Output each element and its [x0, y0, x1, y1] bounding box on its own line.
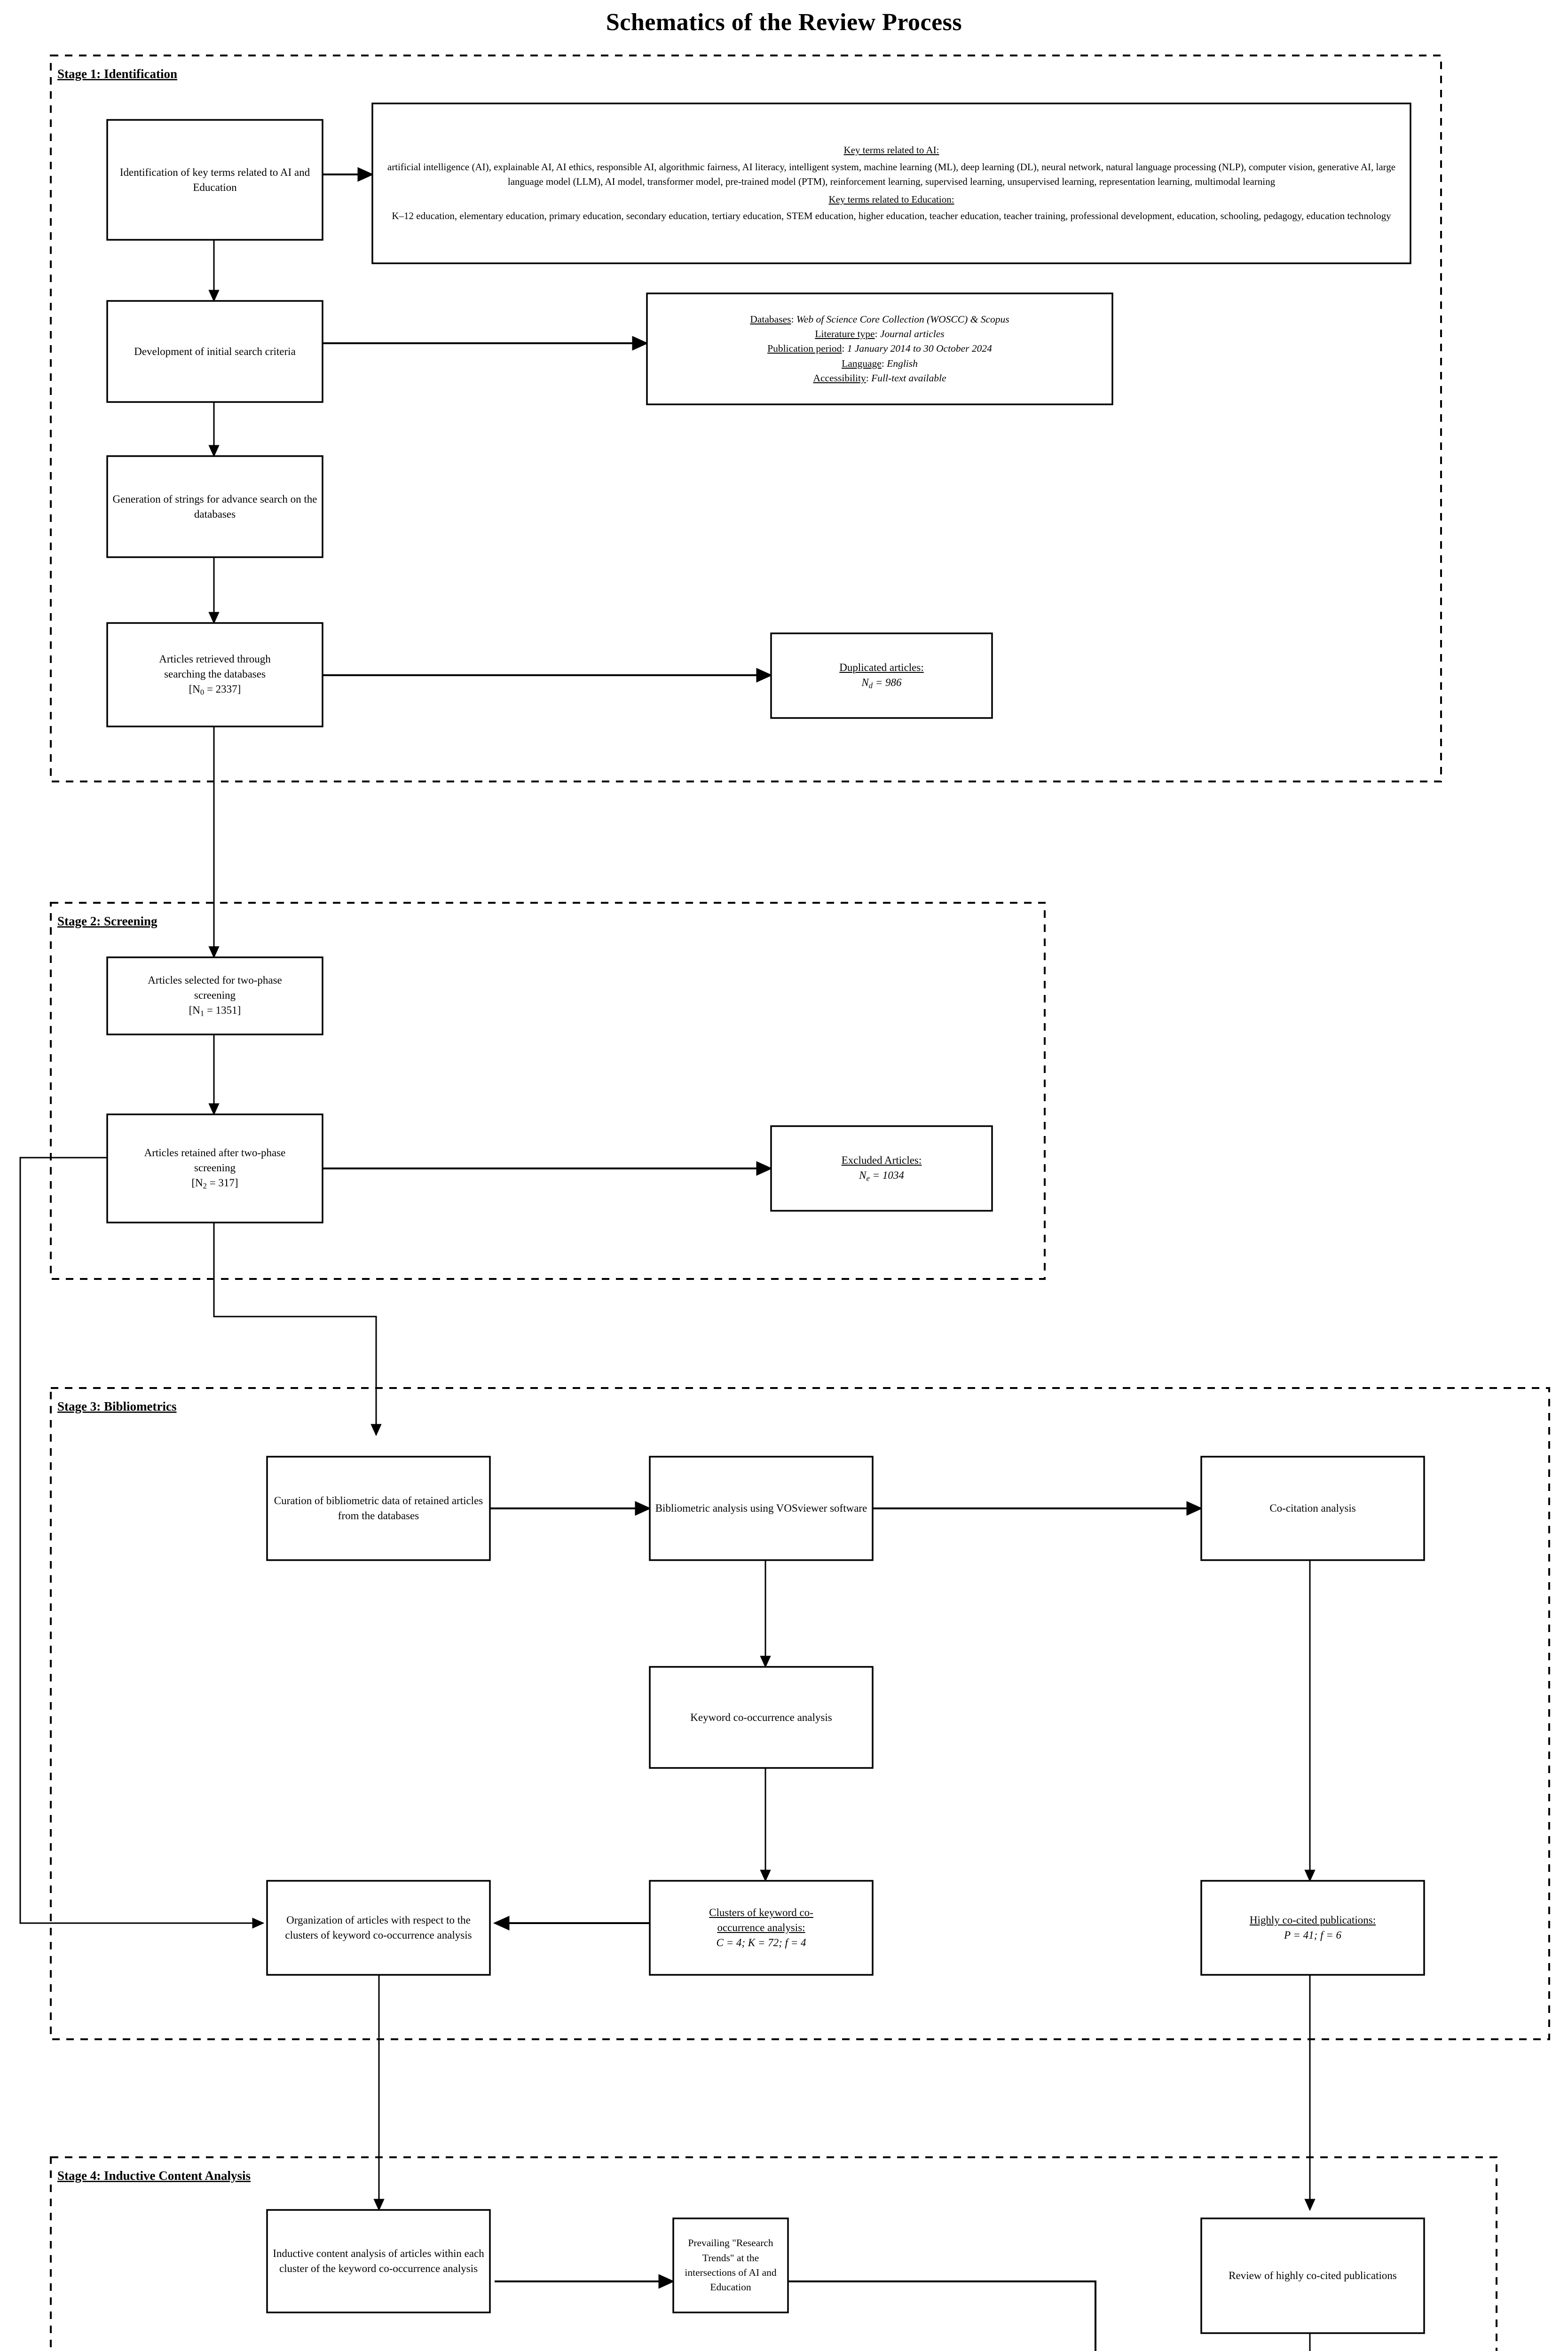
node-label: Review of highly co-cited publications — [1229, 2270, 1397, 2282]
node-search-criteria-panel: Databases: Web of Science Core Collectio… — [646, 292, 1113, 405]
articles-selected-line2: screening — [194, 989, 236, 1001]
excluded-heading: Excluded Articles: — [841, 1154, 922, 1166]
criteria-language: Language: English — [842, 357, 918, 369]
stage3-label: Stage 3: Bibliometrics — [57, 1399, 176, 1413]
node-label: Co-citation analysis — [1269, 1502, 1356, 1515]
criteria-accessibility-value: Full-text available — [871, 372, 946, 384]
node-review-highly-cocited: Review of highly co-cited publications — [1200, 2217, 1425, 2334]
stage1-frame — [50, 55, 1442, 782]
node-clusters-of-keyword: Clusters of keyword co- occurrence analy… — [649, 1880, 874, 1976]
stage2-label: Stage 2: Screening — [57, 914, 158, 928]
node-curation-biblio-data: Curation of bibliometric data of retaine… — [266, 1456, 491, 1561]
node-identification-key-terms: Identification of key terms related to A… — [106, 119, 323, 241]
criteria-accessibility: Accessibility: Full-text available — [813, 372, 946, 384]
criteria-databases: Databases: Web of Science Core Collectio… — [750, 313, 1009, 325]
node-co-citation-analysis: Co-citation analysis — [1200, 1456, 1425, 1561]
node-label: Keyword co-occurrence analysis — [690, 1711, 832, 1723]
articles-selected-count: [N1 = 1351] — [189, 1004, 241, 1018]
page-title: Schematics of the Review Process — [606, 9, 962, 36]
node-generation-of-strings: Generation of strings for advance search… — [106, 455, 323, 558]
clusters-heading-line2: occurrence analysis: — [717, 1922, 805, 1934]
node-prevailing-research-trends: Prevailing "Research Trends" at the inte… — [672, 2217, 789, 2313]
stage4-label: Stage 4: Inductive Content Analysis — [57, 2169, 251, 2183]
highly-cocited-heading: Highly co-cited publications: — [1249, 1914, 1376, 1926]
articles-retrieved-line1: Articles retrieved through — [159, 653, 271, 665]
articles-retained-line1: Articles retained after two-phase — [144, 1147, 286, 1159]
criteria-databases-value: Web of Science Core Collection (WOSCC) &… — [796, 313, 1009, 325]
key-terms-education-body: K–12 education, elementary education, pr… — [392, 210, 1391, 222]
clusters-heading-line1: Clusters of keyword co- — [709, 1907, 813, 1919]
duplicated-heading: Duplicated articles: — [839, 661, 924, 673]
criteria-period: Publication period: 1 January 2014 to 30… — [767, 343, 992, 355]
connector-retained-to-curation — [213, 1223, 382, 1436]
stage2-frame — [50, 902, 1046, 1280]
node-excluded-articles: Excluded Articles: Ne = 1034 — [770, 1125, 993, 1212]
key-terms-education-heading: Key terms related to Education: — [828, 193, 954, 205]
stage4-frame — [50, 2156, 1497, 2351]
duplicated-value: Nd = 986 — [861, 676, 902, 690]
node-keyword-cooccurrence: Keyword co-occurrence analysis — [649, 1666, 874, 1769]
node-bibliometric-analysis: Bibliometric analysis using VOSviewer so… — [649, 1456, 874, 1561]
criteria-accessibility-label: Accessibility — [813, 372, 866, 384]
node-label: Identification of key terms related to A… — [119, 166, 310, 193]
criteria-period-value: 1 January 2014 to 30 October 2024 — [847, 343, 992, 355]
node-articles-selected: Articles selected for two-phase screenin… — [106, 956, 323, 1035]
criteria-literature-value: Journal articles — [880, 328, 945, 339]
criteria-period-label: Publication period — [767, 343, 842, 355]
stage1-label: Stage 1: Identification — [57, 67, 177, 81]
node-label: Prevailing "Research Trends" at the inte… — [685, 2237, 777, 2293]
articles-retained-count: [N2 = 317] — [191, 1176, 238, 1191]
articles-retrieved-line2: searching the databases — [164, 668, 266, 680]
node-articles-retained: Articles retained after two-phase screen… — [106, 1113, 323, 1223]
node-key-terms-panel: Key terms related to AI: artificial inte… — [371, 103, 1411, 264]
connector-trends-to-synthesis-path — [788, 2280, 1096, 2351]
node-development-search-criteria: Development of initial search criteria — [106, 300, 323, 403]
articles-selected-line1: Articles selected for two-phase — [148, 974, 282, 986]
key-terms-ai-heading: Key terms related to AI: — [843, 144, 939, 156]
criteria-language-label: Language — [842, 357, 882, 369]
node-label: Inductive content analysis of articles w… — [273, 2248, 484, 2274]
node-label: Development of initial search criteria — [134, 345, 296, 357]
highly-cocited-value: P = 41; f = 6 — [1284, 1929, 1341, 1941]
node-articles-retrieved: Articles retrieved through searching the… — [106, 622, 323, 727]
criteria-literature-label: Literature type — [815, 328, 875, 339]
connector-retained-to-organization — [19, 1157, 265, 1929]
criteria-language-value: English — [887, 357, 918, 369]
node-organization-of-articles: Organization of articles with respect to… — [266, 1880, 491, 1976]
criteria-databases-label: Databases — [750, 313, 791, 325]
criteria-literature: Literature type: Journal articles — [815, 328, 945, 339]
stage3-frame — [50, 1387, 1550, 2040]
key-terms-ai-body: artificial intelligence (AI), explainabl… — [387, 161, 1396, 188]
articles-retrieved-count: [N0 = 2337] — [189, 683, 241, 697]
clusters-value: C = 4; K = 72; f = 4 — [716, 1936, 806, 1949]
node-label: Curation of bibliometric data of retaine… — [274, 1495, 483, 1522]
node-label: Bibliometric analysis using VOSviewer so… — [655, 1502, 867, 1515]
node-label: Organization of articles with respect to… — [285, 1914, 472, 1941]
node-duplicated-articles: Duplicated articles: Nd = 986 — [770, 632, 993, 719]
articles-retained-line2: screening — [194, 1161, 236, 1174]
node-label: Generation of strings for advance search… — [112, 493, 317, 520]
excluded-value: Ne = 1034 — [859, 1169, 904, 1183]
node-inductive-content-analysis: Inductive content analysis of articles w… — [266, 2209, 491, 2313]
node-highly-cocited-publications: Highly co-cited publications: P = 41; f … — [1200, 1880, 1425, 1976]
